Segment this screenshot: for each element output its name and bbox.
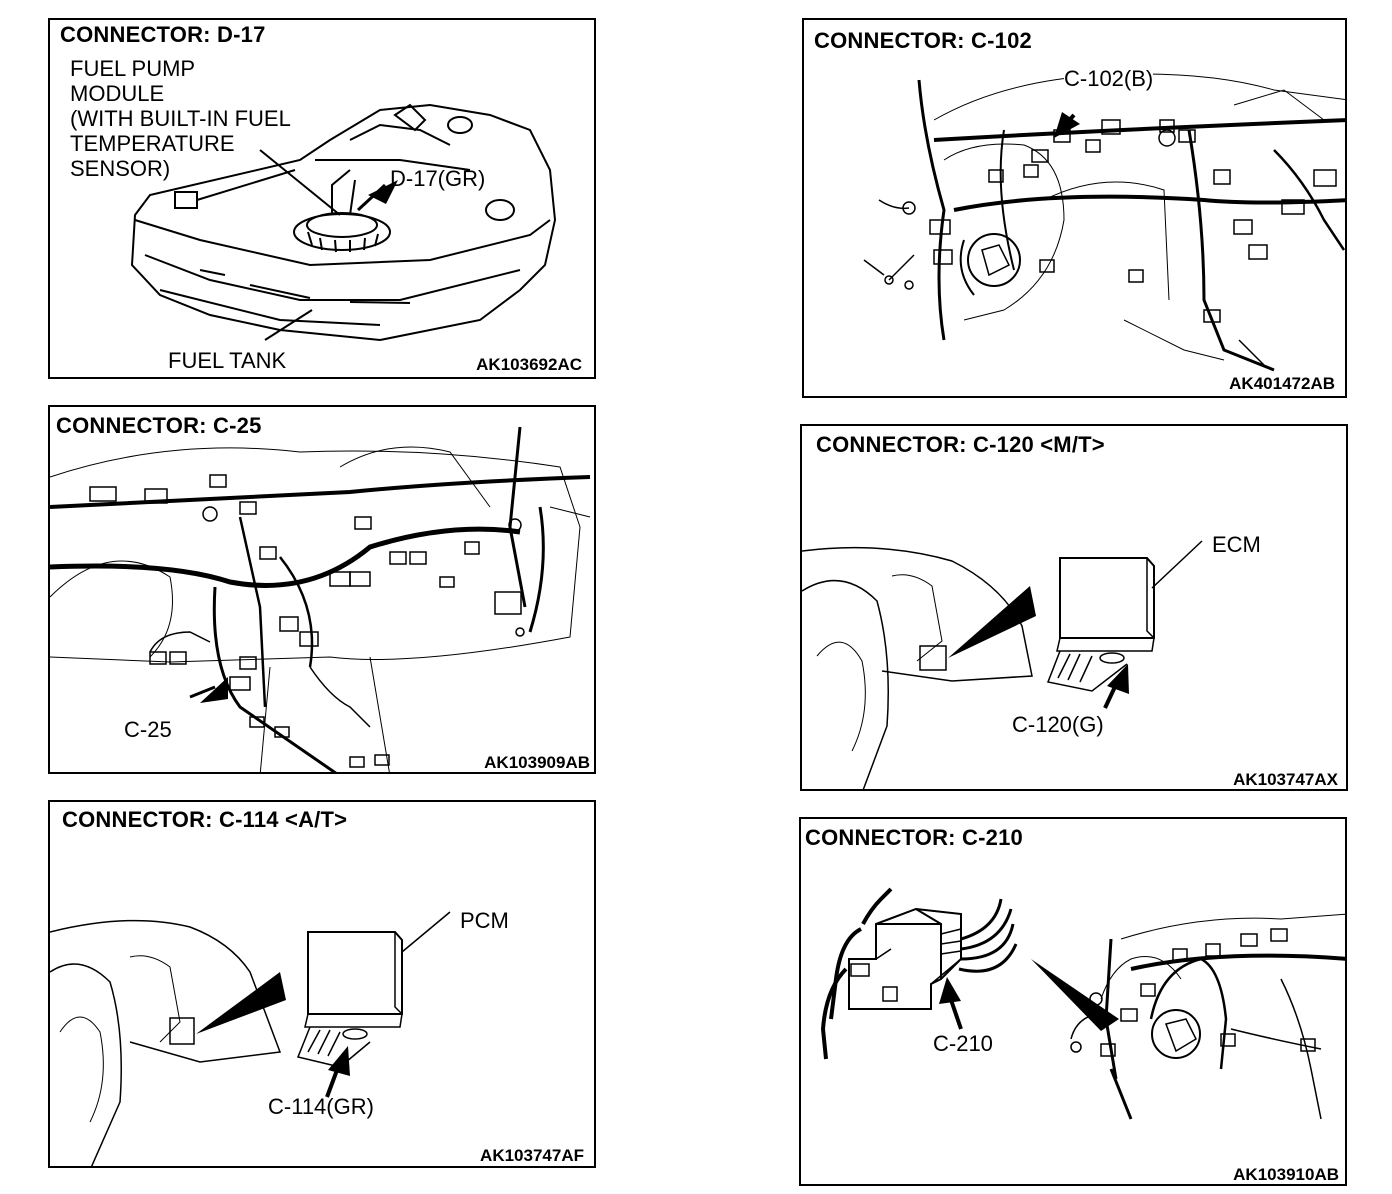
figure-code: AK103692AC	[476, 355, 582, 374]
panel-connector-d17: CONNECTOR: D-17 FUEL PUMP MODULE (WITH B…	[48, 18, 596, 379]
connector-label: C-120(G)	[1012, 712, 1104, 737]
connector-label: C-114(GR)	[268, 1094, 374, 1119]
connector-label: C-25	[124, 717, 172, 742]
panel-connector-c210: CONNECTOR: C-210 C-210 AK103910AB	[799, 817, 1347, 1186]
pcm-label: PCM	[460, 908, 509, 933]
figure-code: AK103747AF	[480, 1146, 584, 1165]
figure-code: AK103747AX	[1233, 770, 1338, 789]
ecm-location-illustration	[802, 540, 1203, 789]
panel-title: CONNECTOR: C-114 <A/T>	[62, 807, 348, 832]
figure-code: AK103910AB	[1233, 1165, 1339, 1184]
dashboard-harness-illustration	[50, 426, 591, 772]
ecm-label: ECM	[1212, 532, 1261, 557]
panel-connector-c114: CONNECTOR: C-114 <A/T> PCM C-114(GR) AK1…	[48, 800, 596, 1168]
panel-title: CONNECTOR: C-210	[805, 825, 1023, 850]
instrument-panel-harness-illustration	[863, 73, 1345, 372]
module-label-line: SENSOR)	[70, 156, 171, 181]
connector-label: C-210	[933, 1031, 993, 1056]
module-label-line: FUEL PUMP	[70, 56, 196, 81]
pcm-location-illustration	[50, 911, 451, 1166]
fuel-tank-label: FUEL TANK	[168, 348, 287, 373]
module-label-line: (WITH BUILT-IN FUEL	[70, 106, 291, 131]
panel-connector-c102: CONNECTOR: C-102 C-102(B) AK401472AB	[802, 18, 1347, 398]
panel-connector-c120: CONNECTOR: C-120 <M/T> ECM C-120(G) AK10…	[800, 424, 1348, 791]
module-label-line: TEMPERATURE	[70, 131, 235, 156]
panel-title: CONNECTOR: C-120 <M/T>	[816, 432, 1105, 457]
module-label-line: MODULE	[70, 81, 165, 106]
figure-code: AK103909AB	[484, 753, 590, 772]
panel-title: CONNECTOR: C-102	[814, 28, 1032, 53]
connector-label: D-17(GR)	[390, 166, 486, 191]
panel-title: CONNECTOR: D-17	[60, 22, 266, 47]
figure-code: AK401472AB	[1229, 374, 1335, 394]
c210-connector-illustration	[820, 887, 1345, 1120]
fuel-tank-illustration	[130, 103, 557, 342]
panel-connector-c25: CONNECTOR: C-25 C-25 AK103909AB	[48, 405, 596, 774]
connector-label: C-102(B)	[1064, 66, 1154, 91]
panel-title: CONNECTOR: C-25	[56, 413, 266, 439]
fuel-pump-module-label: FUEL PUMP MODULE (WITH BUILT-IN FUEL TEM…	[70, 56, 291, 181]
